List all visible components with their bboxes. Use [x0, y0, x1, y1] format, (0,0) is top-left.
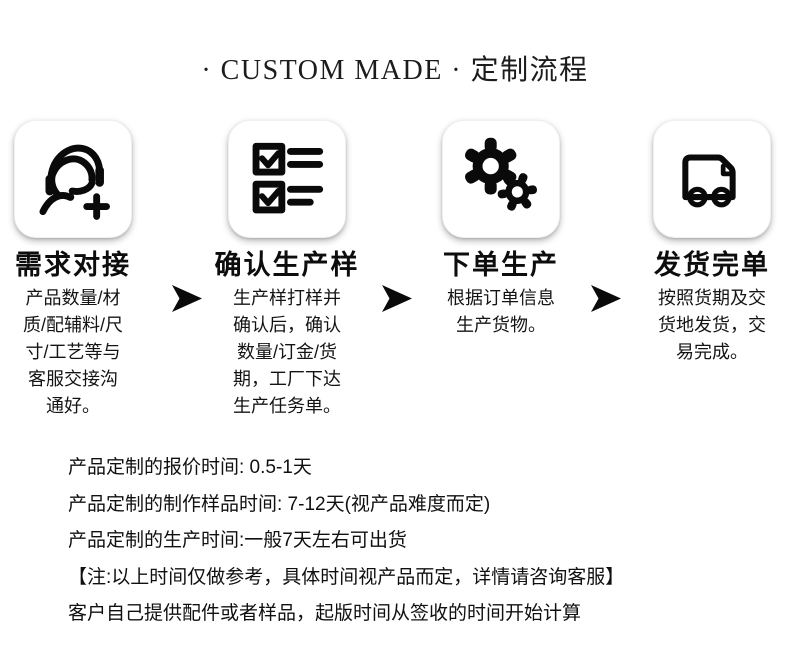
note-production-time: 产品定制的生产时间:一般7天左右可出货	[68, 530, 407, 551]
step-title: 需求对接	[15, 250, 131, 280]
step-description: 按照货期及交 货地发货，交 易完成。	[658, 288, 766, 362]
process-flow: 需求对接 产品数量/材 质/配辅料/尺 寸/工艺等与 客服交接沟 通好。	[0, 120, 790, 420]
section-title: · CUSTOM MADE · 定制流程	[201, 55, 589, 86]
step-ship-complete: 发货完单 按照货期及交 货地发货，交 易完成。	[632, 120, 790, 366]
step-confirm-sample: 确认生产样 生产样打样并 确认后，确认 数量/订金/货 期，工厂下达 生产任务单…	[207, 120, 367, 420]
step-card	[228, 120, 346, 238]
step-title: 下单生产	[443, 250, 559, 280]
checklist-icon	[252, 142, 324, 214]
step-order-production: 下单生产 根据订单信息 生产货物。	[421, 120, 581, 339]
step-card	[442, 120, 560, 238]
customization-time-notes: 产品定制的报价时间: 0.5-1天 产品定制的制作样品时间: 7-12天(视产品…	[68, 450, 768, 633]
step-description: 生产样打样并 确认后，确认 数量/订金/货 期，工厂下达 生产任务单。	[233, 288, 341, 416]
step-card	[14, 120, 132, 238]
step-title: 确认生产样	[214, 250, 360, 280]
customer-service-headset-icon	[39, 144, 110, 220]
gears-icon	[464, 137, 538, 211]
step-demand-docking: 需求对接 产品数量/材 质/配辅料/尺 寸/工艺等与 客服交接沟 通好。	[0, 120, 153, 420]
step-description: 根据订单信息 生产货物。	[447, 288, 555, 335]
note-quote-time: 产品定制的报价时间: 0.5-1天	[68, 457, 312, 478]
note-disclaimer: 【注:以上时间仅做参考，具体时间视产品而定，详情请咨询客服】	[68, 566, 625, 588]
step-card	[653, 120, 771, 238]
right-arrow-icon	[382, 285, 412, 312]
step-title: 发货完单	[654, 250, 770, 280]
step-description: 产品数量/材 质/配辅料/尺 寸/工艺等与 客服交接沟 通好。	[22, 288, 123, 416]
truck-icon	[682, 154, 736, 208]
right-arrow-icon	[172, 285, 202, 312]
note-customer-supplied-parts: 客户自己提供配件或者样品，起版时间从签收的时间开始计算	[68, 603, 582, 624]
note-sample-time: 产品定制的制作样品时间: 7-12天(视产品难度而定)	[68, 493, 491, 515]
right-arrow-icon	[591, 285, 621, 312]
